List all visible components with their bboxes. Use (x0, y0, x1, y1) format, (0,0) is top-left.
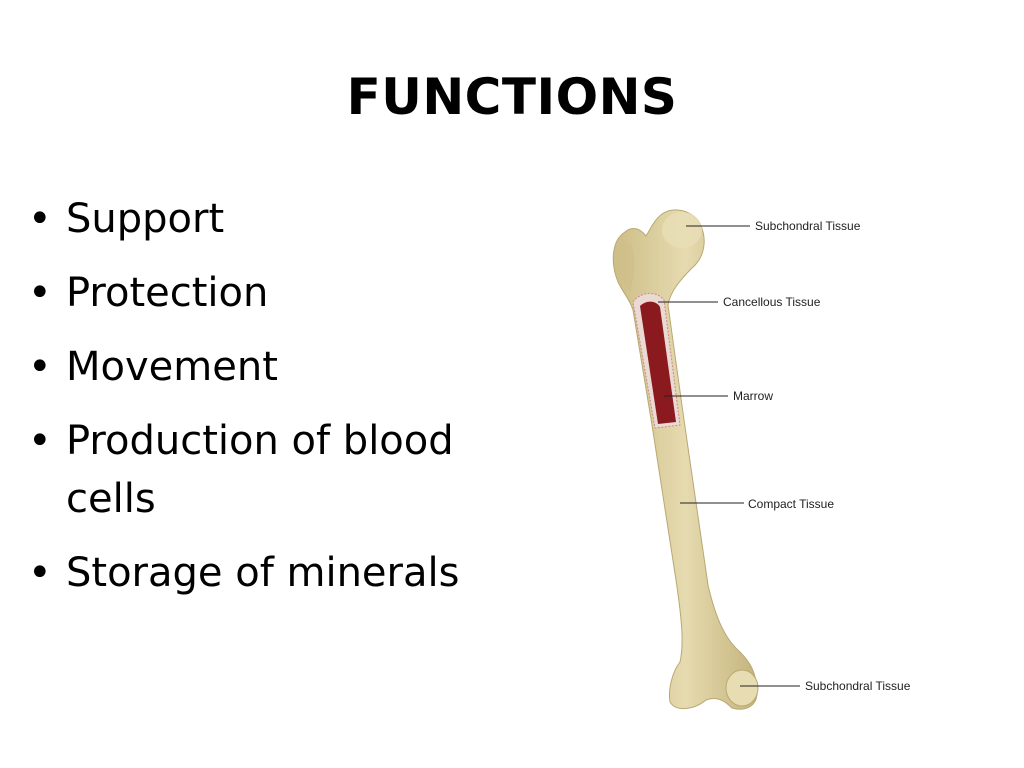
femur-diagram: Subchondral Tissue Cancellous Tissue Mar… (612, 209, 911, 710)
bullet-icon: • (28, 270, 52, 316)
bullet-text: Support (66, 196, 225, 242)
distal-condyle (725, 669, 759, 707)
trochanter-shade (618, 240, 635, 292)
label-compact: Compact Tissue (748, 497, 834, 511)
bullet-item: • Protection (28, 264, 508, 322)
bullet-text: Protection (66, 270, 269, 316)
slide-title: FUNCTIONS (346, 68, 678, 126)
bullet-item: • Movement (28, 338, 508, 396)
label-subchondral-bottom: Subchondral Tissue (805, 679, 911, 693)
bullet-item: • Storage of minerals (28, 544, 508, 602)
bullet-text: Movement (66, 344, 278, 390)
bullet-item: • Support (28, 190, 508, 248)
bullet-icon: • (28, 344, 52, 390)
marrow-region (640, 301, 676, 424)
bullet-icon: • (28, 550, 52, 596)
label-subchondral-top: Subchondral Tissue (755, 219, 861, 233)
bullet-item: • Production of blood cells (28, 412, 508, 528)
bullet-text: Storage of minerals (66, 550, 460, 596)
label-marrow: Marrow (733, 389, 773, 403)
femur-bone-shape (612, 209, 758, 710)
bullet-list: • Support • Protection • Movement • Prod… (28, 190, 508, 618)
bullet-icon: • (28, 418, 52, 464)
bullet-text: Production of blood cells (66, 418, 454, 522)
label-cancellous: Cancellous Tissue (723, 295, 821, 309)
femoral-head (662, 212, 702, 248)
bullet-icon: • (28, 196, 52, 242)
